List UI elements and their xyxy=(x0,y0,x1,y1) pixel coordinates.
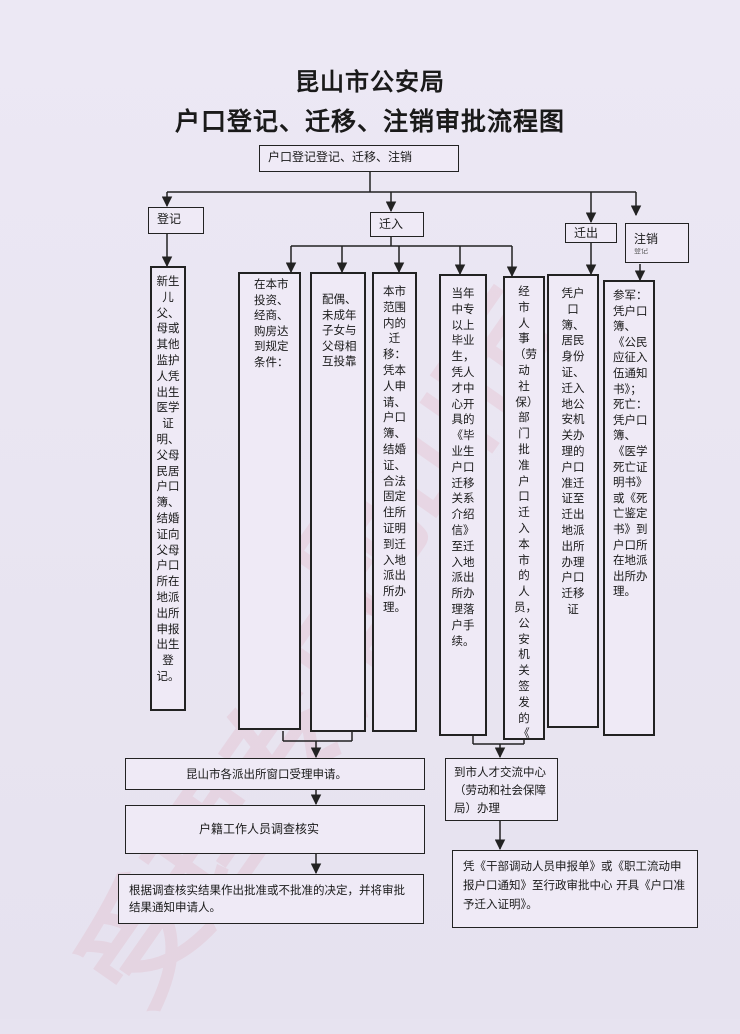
column-cancel: 参军：凭户口簿、《公民应征入伍通知书》；死亡：凭户口簿、《医学死亡证明书》或《死… xyxy=(603,280,655,736)
step-decision: 根据调查核实结果作出批准或不批准的决定，并将审批结果通知申请人。 xyxy=(118,874,424,924)
category-move-in: 迁入 xyxy=(370,212,424,237)
step-window-accept: 昆山市各派出所窗口受理申请。 xyxy=(125,758,425,790)
category-move-out: 迁出 xyxy=(565,223,617,243)
column-register-birth: 新生儿父、母或其他监护人凭出生医学证明、父母民居户口簿、结婚证向父母户口所在地派… xyxy=(150,266,186,711)
column-move-out: 凭户口簿、居民身份证、迁入地公安机关办理的户口准迁证至迁出地派出所办理户口迁移证 xyxy=(547,274,599,728)
column-talent-approval: 经市人事（劳动社保）部门批准户口迁入本市的人员，公安机关签发的《 xyxy=(503,276,545,740)
start-box: 户口登记登记、迁移、注销 xyxy=(259,145,459,172)
category-cancel-label: 注销 xyxy=(634,232,659,246)
step-talent-center: 到市人才交流中心（劳动和社会保障局）办理 xyxy=(445,758,558,821)
column-invest-purchase: 在本市投资、经商、购房达到规定条件： xyxy=(238,272,301,730)
category-cancel: 注销 登记 xyxy=(625,223,689,263)
column-spouse-children: 配偶、未成年子女与父母相互投靠 xyxy=(310,272,366,732)
column-city-move: 本市范围内的迁移：凭本人申请、户口簿、结婚证、合法固定住所证明到迁入地派出所办理… xyxy=(372,272,417,732)
step-verify: 户籍工作人员调查核实 xyxy=(125,805,425,854)
title-line-1: 昆山市公安局 xyxy=(295,68,445,96)
step-certificate: 凭《干部调动人员申报单》或《职工流动申报户口通知》至行政审批中心 开具《户口准予… xyxy=(452,850,698,928)
title-line-2: 户口登记、迁移、注销审批流程图 xyxy=(174,107,565,136)
column-graduate: 当年中专以上毕业生，凭人才中心开具的《毕业生户口迁移关系介绍信》至迁入地派出所办… xyxy=(439,274,487,736)
category-cancel-cut-text: 登记 xyxy=(634,247,648,254)
category-register: 登记 xyxy=(148,207,204,234)
